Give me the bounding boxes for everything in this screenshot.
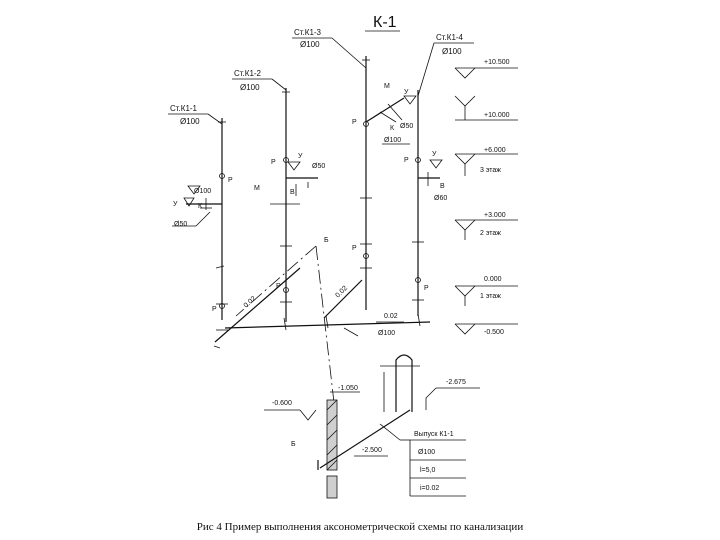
level-value-2: +10.000 bbox=[484, 112, 510, 119]
branch-riser2 bbox=[270, 161, 318, 205]
level-value-4: +3.000 bbox=[484, 212, 506, 219]
branch-diameter-2: Ø50 bbox=[174, 221, 187, 228]
fixture-mark-u-3: У bbox=[404, 89, 409, 96]
fixture-mark-p-4: Р bbox=[404, 157, 409, 164]
branch-riser4 bbox=[418, 159, 443, 186]
riser-k1-3-diameter: Ø100 bbox=[300, 40, 320, 49]
riser-k1-4 bbox=[412, 90, 424, 316]
outlet-slope: i=0.02 bbox=[420, 485, 439, 492]
riser-k1-3-label: Ст.К1-3 bbox=[294, 28, 322, 37]
section-line-2 bbox=[315, 245, 337, 421]
outlet-mark-3: -0.600 bbox=[272, 400, 292, 407]
fixture-mark-u-1: У bbox=[173, 201, 178, 208]
level-value-5: 0.000 bbox=[484, 276, 502, 283]
outlet-title: Выпуск К1-1 bbox=[414, 431, 454, 438]
outlet-detail bbox=[317, 354, 466, 499]
level-marker-5 bbox=[454, 285, 518, 306]
level-floor-4: 2 этаж bbox=[480, 230, 501, 237]
collector-diameter: Ø100 bbox=[378, 330, 395, 337]
fixture-mark-p-2b: Р bbox=[276, 283, 281, 290]
level-floor-3: 3 этаж bbox=[480, 167, 501, 174]
outlet-length: l=5,0 bbox=[420, 467, 435, 474]
level-marker-2 bbox=[454, 95, 518, 121]
riser-k1-4-label: Ст.К1-4 bbox=[436, 33, 464, 42]
riser-k1-3 bbox=[360, 56, 372, 310]
fixture-mark-u-2: У bbox=[298, 153, 303, 160]
riser-k1-2-diameter: Ø100 bbox=[240, 83, 260, 92]
level-value-3: +6.000 bbox=[484, 147, 506, 154]
slope-label-2: 0.02 bbox=[334, 285, 349, 300]
riser-k1-1-label: Ст.К1-1 bbox=[170, 104, 198, 113]
outlet-mark-2: -2.675 bbox=[446, 379, 466, 386]
outlet-mark-1: -1.050 bbox=[338, 385, 358, 392]
level-marker-6 bbox=[454, 323, 518, 335]
branch-diameter-5: Ø100 bbox=[384, 137, 401, 144]
section-line-1 bbox=[235, 245, 317, 317]
level-marker-3 bbox=[454, 153, 518, 176]
slope-label-3: 0.02 bbox=[384, 313, 398, 320]
branch-diameter-3: Ø50 bbox=[312, 163, 325, 170]
section-mark-top: Б bbox=[324, 237, 329, 244]
fixture-mark-p-2: Р bbox=[271, 159, 276, 166]
riser-k1-1 bbox=[215, 118, 228, 331]
figure-caption: Рис 4 Пример выполнения аксонометрическо… bbox=[196, 521, 524, 533]
riser-k1-2 bbox=[280, 88, 292, 322]
collector-pipe bbox=[213, 267, 431, 349]
fixture-mark-k-3: К bbox=[390, 125, 395, 132]
fixture-mark-k-1: К bbox=[198, 203, 203, 210]
fixture-mark-p-1b: Р bbox=[212, 306, 217, 313]
level-marker-1 bbox=[454, 67, 518, 79]
branch-riser3 bbox=[365, 95, 417, 123]
fixture-mark-m-2: М bbox=[254, 185, 260, 192]
diagram-title: К-1 bbox=[373, 14, 397, 31]
branch-diameter-4: Ø50 bbox=[400, 123, 413, 130]
fixture-mark-m-3: М bbox=[384, 83, 390, 90]
level-floor-5: 1 этаж bbox=[480, 293, 501, 300]
riser-k1-2-label: Ст.К1-2 bbox=[234, 69, 262, 78]
outlet-diameter: Ø100 bbox=[418, 449, 435, 456]
fixture-mark-p-1: Р bbox=[228, 177, 233, 184]
branch-diameter-6: Ø60 bbox=[434, 195, 447, 202]
fixture-mark-p-3: Р bbox=[352, 119, 357, 126]
level-marker-4 bbox=[454, 219, 518, 240]
branch-diameter-1: Ø100 bbox=[194, 188, 211, 195]
outlet-mark-4: -2.500 bbox=[362, 447, 382, 454]
branch-riser1 bbox=[183, 185, 222, 210]
fixture-mark-u-4: У bbox=[432, 151, 437, 158]
level-value-1: +10.500 bbox=[484, 59, 510, 66]
riser-k1-1-diameter: Ø100 bbox=[180, 117, 200, 126]
section-mark-bottom: Б bbox=[291, 441, 296, 448]
fixture-mark-v-4: В bbox=[440, 183, 445, 190]
fixture-mark-p-3b: Р bbox=[352, 245, 357, 252]
fixture-mark-p-4b: Р bbox=[424, 285, 429, 292]
level-value-6: -0.500 bbox=[484, 329, 504, 336]
fixture-mark-v-2: В bbox=[290, 189, 295, 196]
riser-k1-4-diameter: Ø100 bbox=[442, 47, 462, 56]
